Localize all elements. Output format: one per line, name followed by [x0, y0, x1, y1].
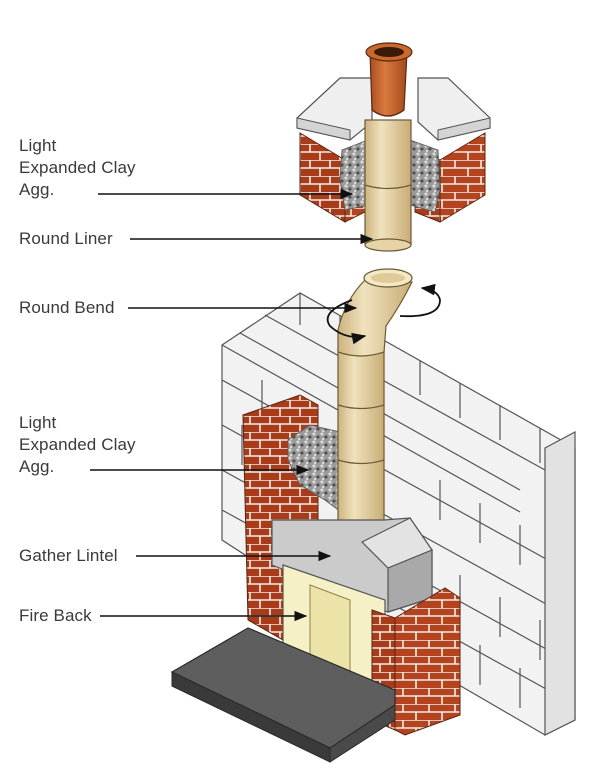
label-lower-aggregate: Light Expanded Clay Agg.	[19, 412, 136, 478]
label-top-aggregate-line3: Agg.	[19, 180, 55, 199]
label-lower-aggregate-line2: Expanded Clay	[19, 435, 136, 454]
label-top-aggregate: Light Expanded Clay Agg.	[19, 135, 136, 201]
label-round-bend: Round Bend	[19, 298, 115, 317]
round-bend	[326, 268, 441, 357]
label-lower-aggregate-line1: Light	[19, 413, 57, 432]
leader-lines	[90, 188, 374, 622]
label-fire-back: Fire Back	[19, 606, 92, 625]
label-lower-aggregate-line3: Agg.	[19, 457, 55, 476]
breast-aggregate-fill	[287, 424, 346, 516]
label-top-aggregate-line1: Light	[19, 136, 57, 155]
label-round-liner: Round Liner	[19, 229, 113, 248]
chimney-cap-stone	[296, 77, 491, 141]
label-gather-lintel: Gather Lintel	[19, 546, 118, 565]
fireplace-section	[170, 268, 576, 763]
chimney-pot	[365, 42, 413, 117]
gather-lintel	[271, 517, 433, 613]
hearth	[170, 627, 396, 763]
stack-round-liner	[364, 119, 412, 252]
chimney-stack-section	[296, 42, 491, 252]
label-top-aggregate-line2: Expanded Clay	[19, 158, 136, 177]
flue-liner	[337, 349, 385, 526]
